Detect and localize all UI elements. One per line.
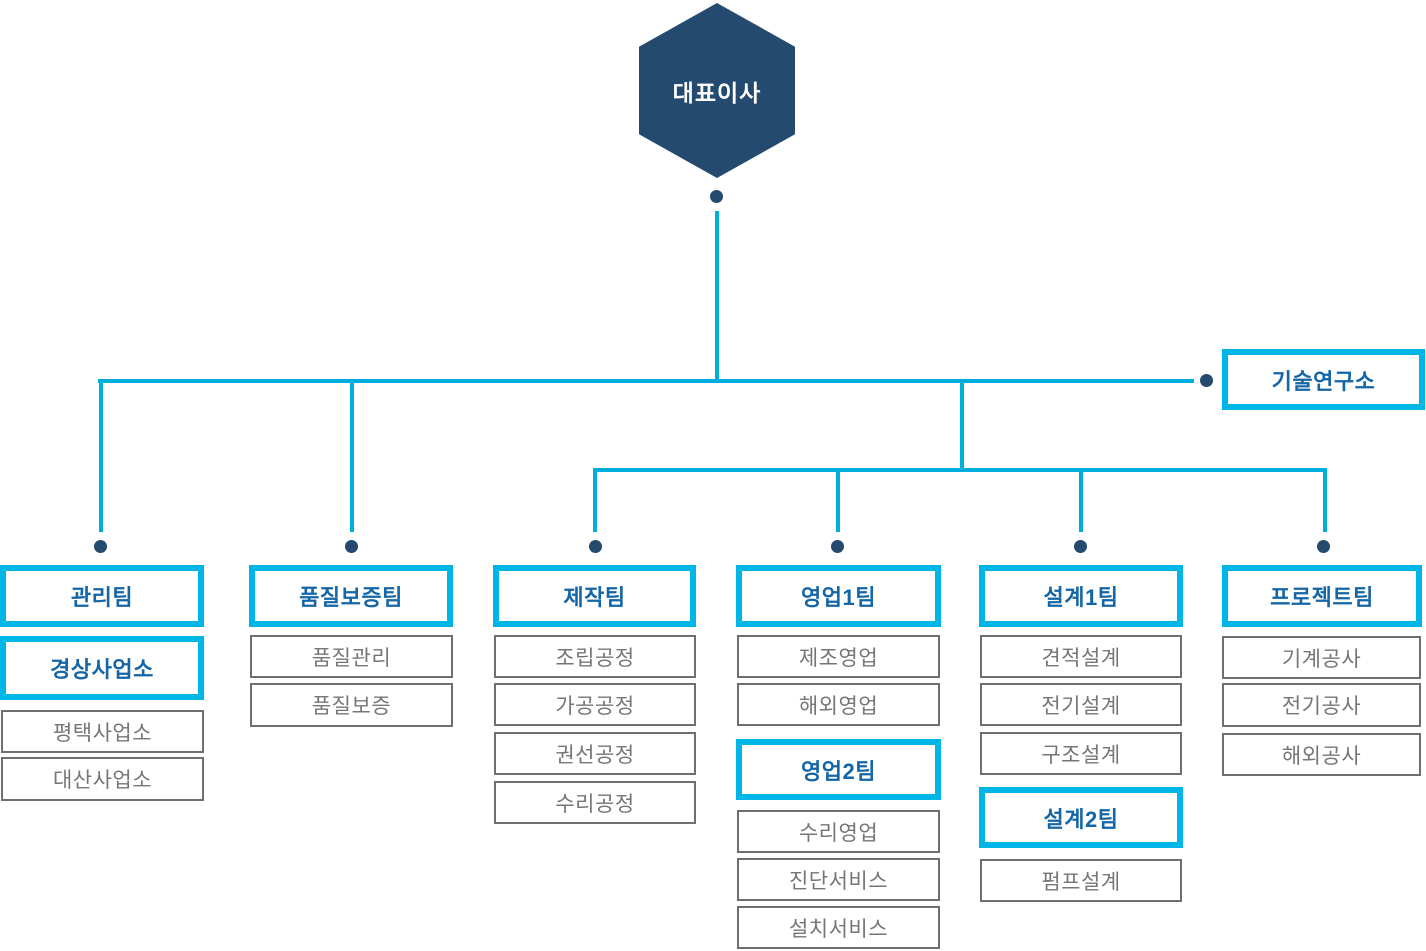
box-machinery-construction: 기계공사	[1222, 636, 1421, 679]
box-label: 평택사업소	[52, 721, 153, 745]
connector-line-root-vertical	[715, 211, 719, 381]
connector-line-sales-drop	[836, 468, 840, 532]
box-label: 가공공정	[555, 694, 635, 718]
box-label: 수리공정	[555, 792, 635, 816]
connector-dot-quality	[345, 540, 358, 553]
box-label: 해외영업	[798, 694, 879, 718]
box-pump-design: 펌프설계	[980, 859, 1182, 902]
box-quality-control: 품질관리	[250, 635, 453, 678]
box-label: 해외공사	[1281, 744, 1362, 768]
box-label: 구조설계	[1041, 743, 1121, 767]
box-label: 품질보증팀	[299, 585, 403, 610]
box-diagnosis-service: 진단서비스	[737, 858, 940, 901]
connector-line-project-drop	[1323, 468, 1327, 532]
box-winding-process: 권선공정	[494, 732, 696, 775]
box-label: 설치서비스	[788, 917, 889, 941]
connector-dot-root	[710, 190, 723, 203]
connector-dot-research	[1200, 374, 1213, 387]
connector-dot-project	[1317, 540, 1330, 553]
box-installation-service: 설치서비스	[737, 906, 940, 949]
connector-dot-management	[94, 540, 107, 553]
box-label: 전기설계	[1041, 694, 1121, 718]
ceo-hexagon: 대표이사	[639, 3, 795, 178]
box-label: 설계1팀	[1043, 585, 1119, 610]
box-label: 기계공사	[1281, 647, 1362, 671]
box-overseas-sales: 해외영업	[737, 683, 940, 726]
box-label: 설계2팀	[1043, 806, 1119, 832]
box-tech-research-institute: 기술연구소	[1222, 349, 1425, 410]
box-label: 펌프설계	[1041, 870, 1121, 894]
box-label: 견적설계	[1041, 646, 1121, 670]
box-estimate-design: 견적설계	[980, 635, 1182, 678]
box-label: 영업1팀	[801, 585, 876, 610]
box-label: 영업2팀	[801, 758, 876, 784]
connector-line-mid-vertical	[960, 379, 964, 472]
connector-line-quality-drop	[350, 379, 354, 532]
box-label: 조립공정	[555, 646, 635, 670]
box-electrical-design: 전기설계	[980, 683, 1182, 726]
box-label: 품질보증	[311, 695, 392, 718]
box-label: 권선공정	[555, 743, 635, 767]
box-machining-process: 가공공정	[494, 683, 696, 726]
box-daesan-office: 대산사업소	[1, 757, 204, 801]
box-label: 관리팀	[70, 585, 134, 610]
box-label: 제조영업	[798, 646, 879, 670]
box-sales-team-2: 영업2팀	[736, 739, 941, 800]
box-label: 진단서비스	[788, 869, 889, 893]
box-label: 기술연구소	[1271, 368, 1376, 394]
box-assembly-process: 조립공정	[494, 635, 696, 678]
connector-line-design-drop	[1079, 468, 1083, 532]
connector-line-level2-horizontal	[593, 468, 1327, 472]
connector-line-management-drop	[99, 379, 103, 532]
box-label: 품질관리	[311, 646, 392, 670]
box-label: 프로젝트팀	[1270, 585, 1374, 610]
connector-dot-production	[589, 540, 602, 553]
box-quality-assurance-team: 품질보증팀	[249, 565, 453, 627]
box-label: 대산사업소	[52, 769, 153, 792]
box-label: 경상사업소	[50, 657, 154, 682]
box-repair-sales: 수리영업	[737, 810, 940, 853]
box-overseas-construction: 해외공사	[1222, 733, 1421, 776]
box-design-team-1: 설계1팀	[979, 565, 1183, 627]
box-quality-assurance: 품질보증	[250, 683, 453, 727]
box-project-team: 프로젝트팀	[1222, 565, 1422, 627]
box-label: 제작팀	[563, 585, 626, 610]
connector-dot-sales	[831, 540, 844, 553]
ceo-label: 대표이사	[672, 79, 762, 106]
box-label: 전기공사	[1281, 695, 1362, 718]
connector-dot-design	[1074, 540, 1087, 553]
box-structural-design: 구조설계	[980, 732, 1182, 775]
box-manufacturing-sales: 제조영업	[737, 635, 940, 678]
box-gyeongsang-office: 경상사업소	[0, 636, 204, 700]
box-label: 수리영업	[798, 821, 879, 845]
box-sales-team-1: 영업1팀	[736, 565, 941, 627]
box-repair-process: 수리공정	[494, 781, 696, 824]
connector-line-level1-horizontal	[98, 379, 1194, 383]
box-pyeongtaek-office: 평택사업소	[1, 710, 204, 753]
box-management-team: 관리팀	[0, 565, 204, 627]
box-electrical-construction: 전기공사	[1222, 683, 1421, 727]
connector-line-production-drop	[593, 468, 597, 532]
box-design-team-2: 설계2팀	[979, 787, 1183, 848]
box-production-team: 제작팀	[493, 565, 696, 627]
